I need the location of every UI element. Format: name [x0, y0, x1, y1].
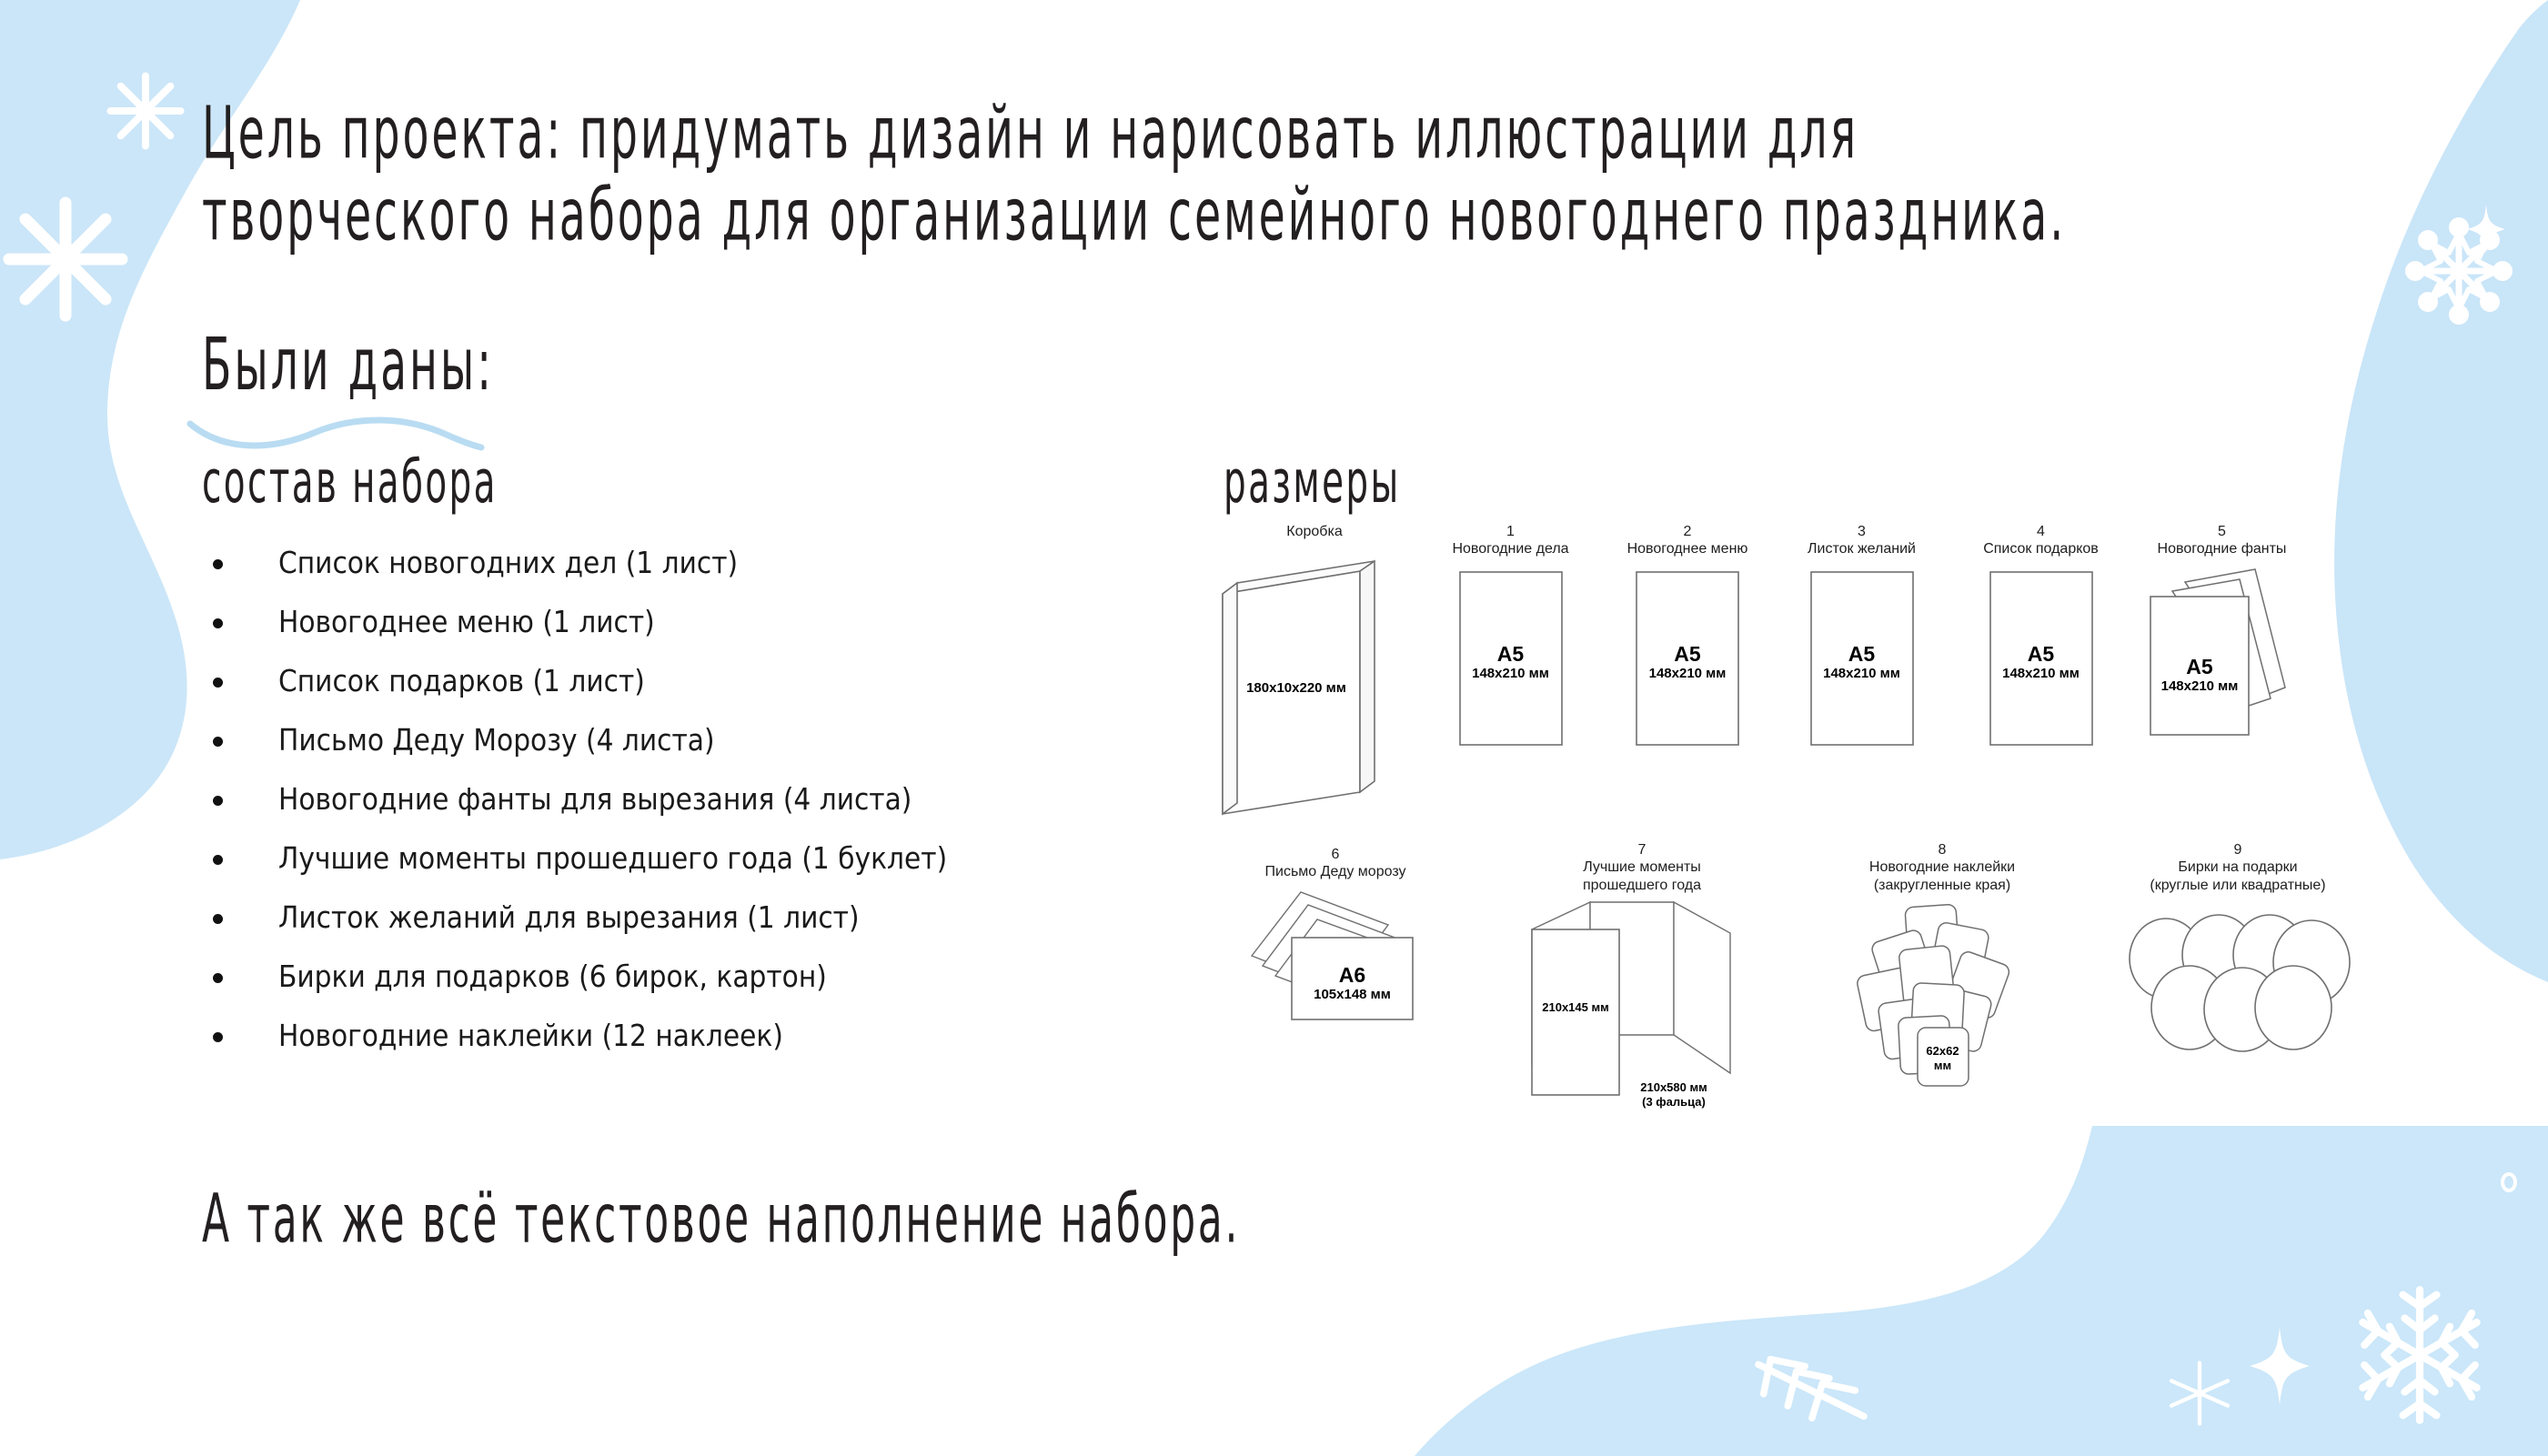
- diagram-caption-line-1: Лучшие моменты: [1583, 859, 1701, 875]
- a5-sheet-icon: [1809, 571, 1914, 746]
- diagram-number: 9: [2233, 842, 2242, 858]
- goal-line-1: Цель проекта: придумать дизайн и нарисов…: [202, 92, 1858, 176]
- a6-letter-stack-icon: [1250, 891, 1414, 1020]
- diagram-item-9: 9 Бирки на подарки (круглые или квадратн…: [2110, 841, 2365, 1075]
- box-3d-icon: [1222, 559, 1375, 816]
- diagram-item-2: 2 Новогоднее меню А5 148x210 мм: [1592, 523, 1783, 746]
- diagram-item-4: 4 Список подарков А5 148x210 мм: [1943, 523, 2139, 746]
- list-item: Письмо Деду Морозу (4 листа): [202, 710, 1203, 769]
- a5-sheet-icon: [1989, 571, 2093, 746]
- diagram-item-3: 3 Листок желаний А5 148x210 мм: [1768, 523, 1955, 746]
- wavy-underline-decoration: [186, 417, 485, 451]
- list-item: Новогоднее меню (1 лист): [202, 592, 1203, 651]
- list-item: Листок желаний для вырезания (1 лист): [202, 888, 1203, 947]
- sticker-pile-icon: [1856, 903, 2009, 1087]
- trifold-booklet-icon: [1531, 900, 1731, 1096]
- list-item: Лучшие моменты прошедшего года (1 буклет…: [202, 828, 1203, 888]
- diagram-caption: Листок желаний: [1808, 541, 1916, 557]
- diagram-number: 4: [2037, 524, 2045, 539]
- given-heading: Были даны:: [202, 323, 495, 408]
- diagram-number: 5: [2218, 524, 2226, 539]
- diagram-caption: Новогодние фанты: [2157, 541, 2287, 557]
- diagram-caption: Новогоднее меню: [1626, 541, 1748, 557]
- closing-statement: А так же всё текстовое наполнение набора…: [202, 1180, 1241, 1259]
- diagram-number: 1: [1506, 524, 1515, 539]
- sizes-diagram-panel: Коробка 180x10x220 мм 1: [1210, 523, 2447, 1178]
- sizes-column-heading: размеры: [1224, 447, 1401, 517]
- round-tag-group-icon: [2129, 914, 2351, 1052]
- diagram-caption-line-1: Новогодние наклейки: [1868, 859, 2016, 875]
- list-item: Новогодние наклейки (12 наклеек): [202, 1006, 1203, 1065]
- diagram-number: 2: [1683, 524, 1692, 539]
- diagram-number: 7: [1637, 842, 1647, 858]
- diagram-caption-line-2: прошедшего года: [1582, 878, 1701, 893]
- diagram-number: 3: [1858, 524, 1866, 539]
- diagram-caption: Список подарков: [1983, 541, 2099, 557]
- diagram-item-5: 5 Новогодние фанты А5 148x210 мм: [2120, 523, 2324, 742]
- goal-line-2: творческого набора для организации семей…: [202, 174, 2067, 258]
- list-item: Новогодние фанты для вырезания (4 листа): [202, 769, 1203, 828]
- goal-statement: Цель проекта: придумать дизайн и нарисов…: [202, 92, 2249, 258]
- diagram-caption-line-2: (закругленные края): [1873, 878, 2011, 893]
- list-item: Бирки для подарков (6 бирок, картон): [202, 947, 1203, 1006]
- a5-sheet-icon: [1458, 571, 1563, 746]
- diagram-item-6: 6 Письмо Деду морозу А6 105x148 мм: [1226, 846, 1445, 1059]
- diagram-caption-line-2: (круглые или квадратные): [2150, 878, 2326, 893]
- kit-column-heading: состав набора: [202, 447, 498, 517]
- diagram-caption-line-1: Бирки на подарки: [2178, 859, 2298, 875]
- a5-sheet-icon: [1636, 571, 1739, 746]
- diagram-item-7: 7 Лучшие моменты прошедшего года 210x145…: [1528, 841, 1756, 1119]
- diagram-caption: Новогодние дела: [1452, 541, 1569, 557]
- diagram-caption: Письмо Деду морозу: [1264, 864, 1406, 879]
- diagram-number: 6: [1331, 847, 1340, 862]
- list-item: Список новогодних дел (1 лист): [202, 533, 1203, 592]
- list-item: Список подарков (1 лист): [202, 651, 1203, 710]
- diagram-box: Коробка 180x10x220 мм: [1210, 523, 1419, 821]
- diagram-number: 8: [1938, 842, 1947, 858]
- diagram-item-8: 8 Новогодние наклейки (закругленные края…: [1828, 841, 2056, 1096]
- a5-sheet-stack-icon: [2150, 568, 2286, 736]
- kit-contents-list: Список новогодних дел (1 лист) Новогодне…: [202, 533, 1203, 1065]
- diagram-caption: Коробка: [1286, 524, 1343, 539]
- diagram-item-1: 1 Новогодние дела А5 148x210 мм: [1417, 523, 1604, 746]
